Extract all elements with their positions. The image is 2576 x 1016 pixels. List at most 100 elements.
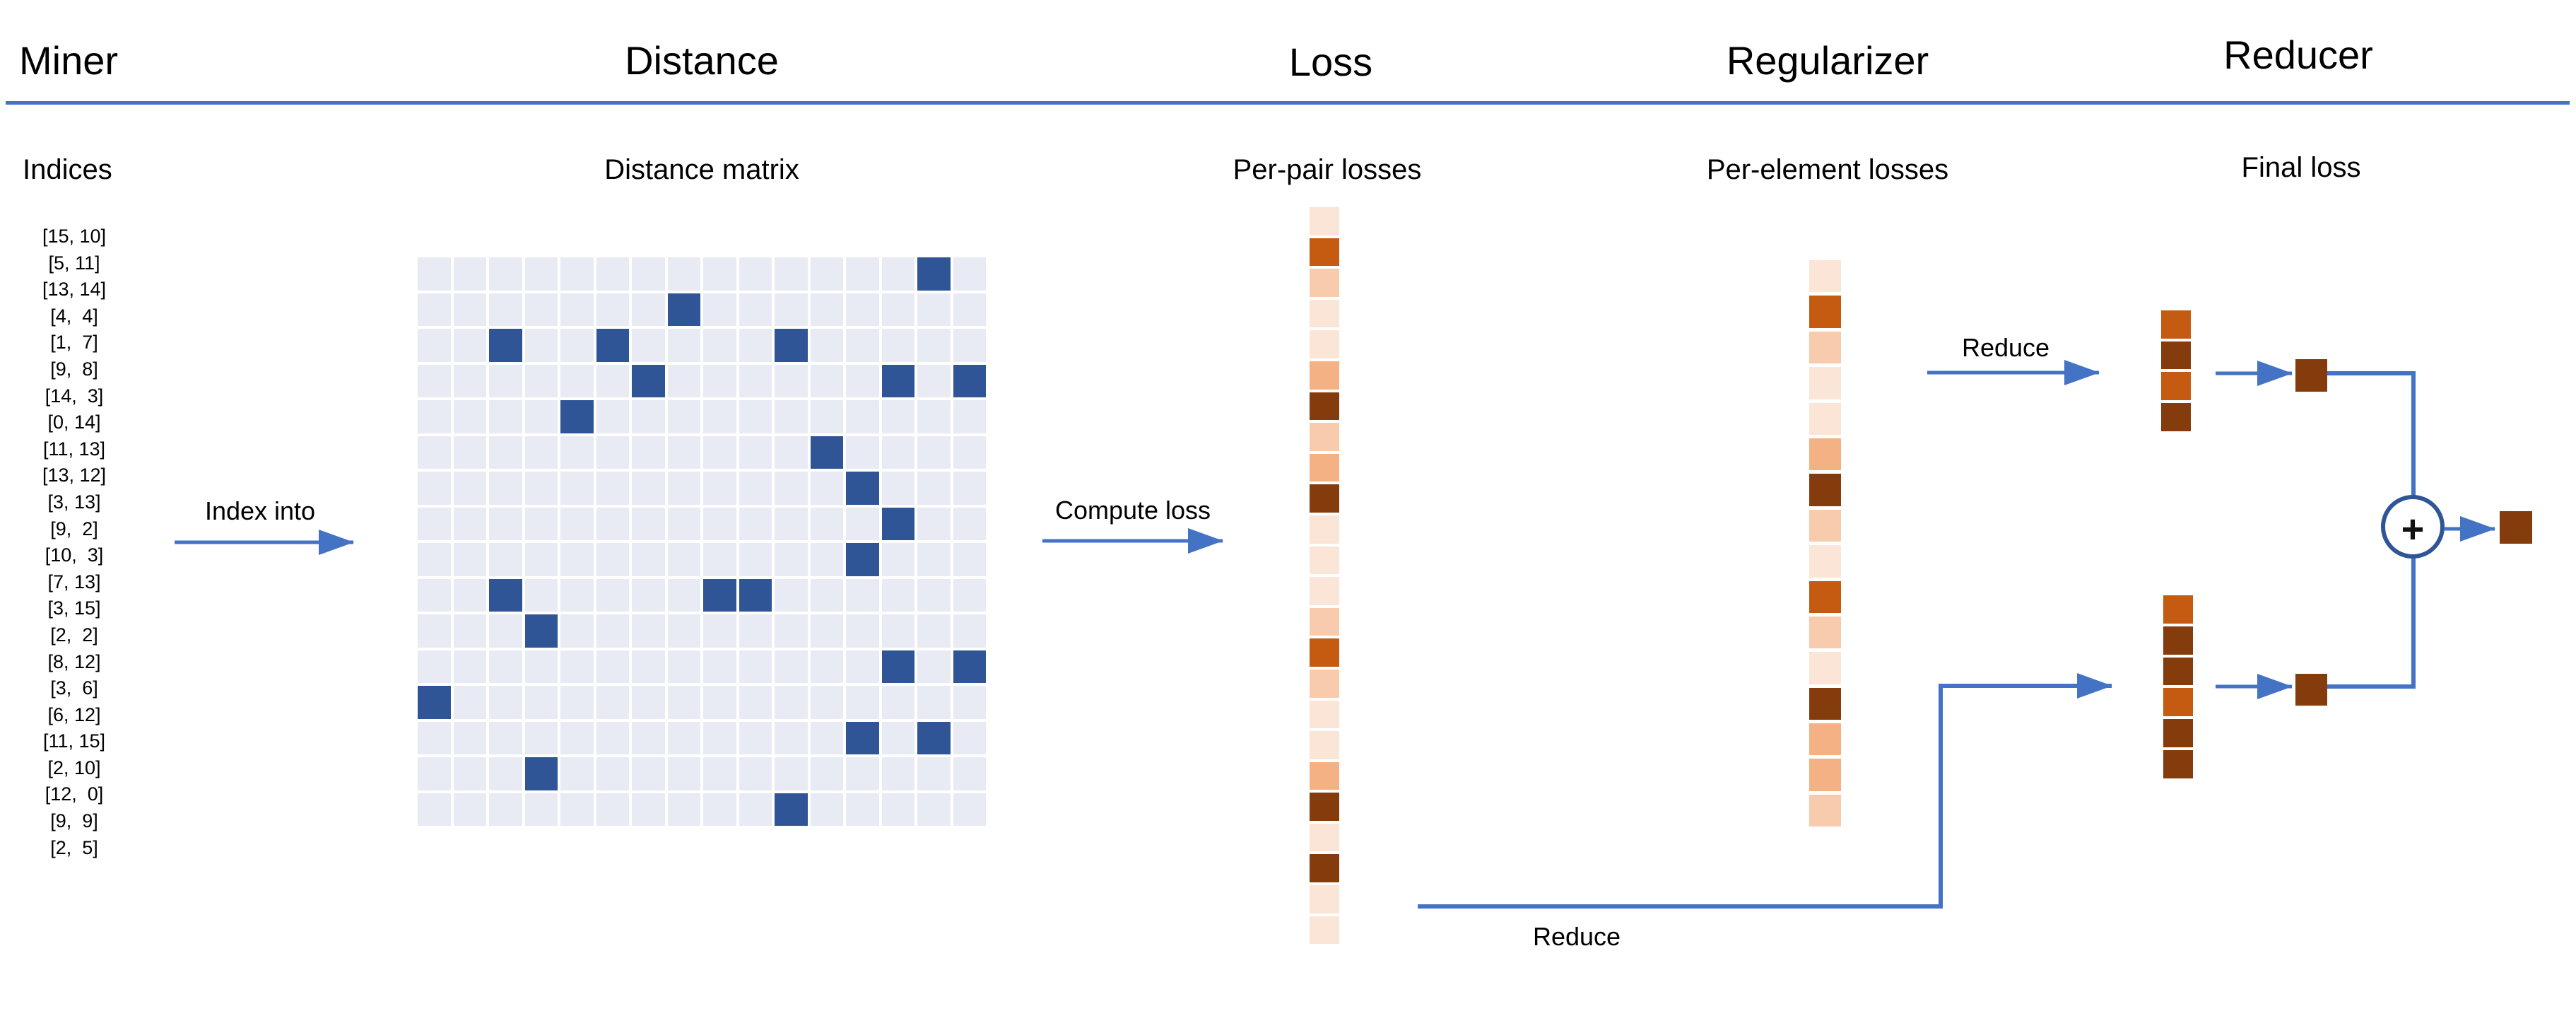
per-pair-loss-cell <box>1310 607 1339 636</box>
matrix-cell <box>846 686 879 719</box>
reduced-loss-cell <box>2163 688 2193 717</box>
per-pair-loss-cell <box>1310 854 1339 883</box>
reduced-loss-cell <box>2163 657 2193 686</box>
matrix-cell <box>775 757 808 790</box>
matrix-cell <box>810 293 843 326</box>
matrix-cell <box>881 436 914 469</box>
per-pair-loss-cell <box>1310 823 1339 852</box>
matrix-cell <box>560 364 594 397</box>
matrix-cell <box>560 614 594 648</box>
matrix-cell <box>560 436 594 469</box>
matrix-cell <box>881 257 914 291</box>
matrix-cell <box>846 793 879 826</box>
index-pair: [14, 3] <box>45 385 104 407</box>
matrix-cell <box>632 757 665 790</box>
matrix-cell <box>881 614 914 648</box>
matrix-cell <box>453 543 486 576</box>
matrix-cell-highlighted <box>810 436 843 469</box>
matrix-cell <box>453 721 486 754</box>
matrix-cell <box>846 293 879 326</box>
subtitle-per-pair-losses: Per-pair losses <box>1233 154 1422 185</box>
matrix-cell <box>953 507 986 540</box>
matrix-cell <box>917 543 951 576</box>
plus-icon: + <box>2401 507 2425 551</box>
matrix-cell <box>418 507 451 540</box>
matrix-cell <box>810 472 843 505</box>
matrix-cell <box>453 507 486 540</box>
matrix-cell-highlighted <box>560 400 594 433</box>
matrix-cell <box>703 757 736 790</box>
matrix-cell <box>953 578 986 612</box>
matrix-cell <box>667 757 700 790</box>
matrix-cell <box>453 686 486 719</box>
matrix-cell <box>632 650 665 683</box>
matrix-cell-highlighted <box>917 257 951 291</box>
matrix-cell <box>524 257 558 291</box>
matrix-cell <box>703 686 736 719</box>
matrix-cell-highlighted <box>703 578 736 612</box>
reduced-loss-cell <box>2161 403 2191 431</box>
matrix-cell <box>739 329 772 362</box>
matrix-cell <box>881 757 914 790</box>
matrix-cell <box>953 721 986 754</box>
matrix-cell <box>453 472 486 505</box>
per-pair-loss-cell <box>1310 515 1339 544</box>
matrix-cell <box>596 472 629 505</box>
matrix-cell <box>703 400 736 433</box>
matrix-cell <box>739 436 772 469</box>
header-regularizer: Regularizer <box>1726 38 1929 83</box>
per-pair-loss-cell <box>1310 638 1339 667</box>
index-pair: [12, 0] <box>45 783 104 805</box>
index-pair: [5, 11] <box>48 252 100 274</box>
per-pair-loss-cell <box>1310 299 1339 328</box>
matrix-cell <box>667 257 700 291</box>
matrix-cell <box>596 293 629 326</box>
matrix-cell <box>453 436 486 469</box>
matrix-cell-highlighted <box>846 472 879 505</box>
matrix-cell <box>917 793 951 826</box>
matrix-cell <box>489 686 522 719</box>
reduced-bottom-box <box>2295 674 2327 706</box>
matrix-cell <box>667 793 700 826</box>
per-element-loss-cell <box>1809 723 1841 756</box>
matrix-cell <box>453 793 486 826</box>
per-pair-loss-cell <box>1310 269 1339 297</box>
per-element-loss-cell <box>1809 438 1841 471</box>
matrix-cell <box>632 721 665 754</box>
matrix-cell <box>560 543 594 576</box>
matrix-cell <box>846 650 879 683</box>
matrix-cell <box>489 507 522 540</box>
index-pair: [2, 10] <box>47 757 101 778</box>
matrix-cell <box>667 436 700 469</box>
matrix-cell <box>917 757 951 790</box>
matrix-cell <box>524 472 558 505</box>
per-pair-loss-cell <box>1310 669 1339 698</box>
matrix-cell <box>596 793 629 826</box>
header-reducer: Reducer <box>2223 33 2373 77</box>
subtitle-indices: Indices <box>23 154 112 185</box>
matrix-cell <box>953 400 986 433</box>
matrix-cell <box>596 436 629 469</box>
matrix-cell-highlighted <box>775 793 808 826</box>
per-element-losses-strip <box>1809 260 1841 827</box>
matrix-cell <box>917 686 951 719</box>
matrix-cell <box>453 257 486 291</box>
matrix-cell <box>632 472 665 505</box>
per-pair-loss-cell <box>1310 546 1339 575</box>
matrix-cell <box>703 721 736 754</box>
matrix-cell <box>667 578 700 612</box>
matrix-cell <box>596 400 629 433</box>
subtitle-per-element-losses: Per-element losses <box>1706 154 1949 185</box>
header-loss: Loss <box>1288 40 1373 84</box>
matrix-cell <box>810 364 843 397</box>
matrix-cell <box>739 507 772 540</box>
reducer-top-strip <box>2161 310 2191 431</box>
matrix-cell <box>524 578 558 612</box>
matrix-cell <box>524 721 558 754</box>
matrix-cell <box>703 507 736 540</box>
matrix-cell <box>775 507 808 540</box>
reducer-bottom-strip <box>2163 595 2193 778</box>
reduce-bottom-elbow-arrow <box>1418 673 2112 909</box>
per-pair-loss-cell <box>1310 330 1339 358</box>
matrix-cell <box>810 686 843 719</box>
